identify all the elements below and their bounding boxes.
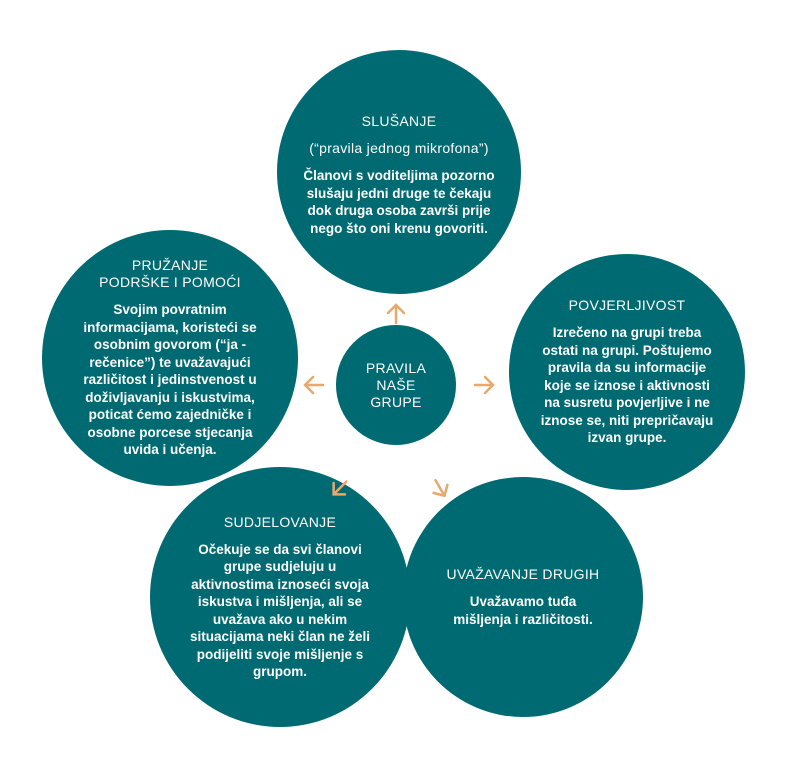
rule-uvazavanje: UVAŽAVANJE DRUGIH Uvažavamo tuđa mišljen… (403, 477, 643, 717)
body-line: uvažava ako u nekim (212, 611, 348, 627)
body-line: dok druga osoba završi prije (307, 203, 491, 218)
arrow-up-icon (386, 303, 406, 325)
rule-body: Izrečeno na grupi treba ostati na grupi.… (541, 324, 714, 447)
body-line: grupom. (253, 664, 307, 679)
rule-title: PRUŽANJE PODRŠKE I POMOĆI (99, 257, 241, 291)
rule-povjerljivost: POVJERLJIVOST Izrečeno na grupi treba os… (509, 254, 745, 490)
body-line: Očekuje se da svi članovi (198, 541, 362, 557)
rule-title: POVJERLJIVOST (569, 297, 686, 314)
rule-sudjelovanje: SUDJELOVANJE Očekuje se da svi članovi g… (150, 467, 410, 727)
center-title: PRAVILA NAŠE GRUPE (366, 360, 426, 411)
rule-pruzanje: PRUŽANJE PODRŠKE I POMOĆI Svojim povratn… (42, 230, 298, 486)
arrow-down-right-icon (432, 478, 449, 498)
body-line: doživljavanju i iskustvima, (85, 389, 255, 405)
body-line: grupe sudjeluju u (223, 559, 337, 574)
title-line: SLUŠANJE (361, 113, 437, 129)
rule-title: SLUŠANJE (362, 113, 437, 130)
body-line: na susretu povjerljive i ne (544, 395, 710, 411)
title-line: PRAVILA (365, 359, 427, 376)
arrow-left-icon (303, 375, 325, 395)
rule-body: Očekuje se da svi članovi grupe sudjeluj… (190, 541, 370, 681)
body-line: poticat ćemo zajedničke i (88, 407, 252, 423)
body-line: koje se iznose i aktivnosti (544, 377, 710, 393)
center-node: PRAVILA NAŠE GRUPE (336, 325, 456, 445)
body-line: Uvažavamo tuđa (469, 594, 577, 609)
rule-body: Članovi s voditeljima pozorno slušaju je… (303, 167, 494, 237)
title-line: PRUŽANJE (131, 257, 209, 274)
body-line: informacijama, koristeći se (83, 319, 257, 335)
body-line: iznose se, niti prepričavaju (540, 412, 714, 428)
body-line: uvida i učenja. (123, 442, 217, 458)
body-line: osobne porcese stjecanja (87, 424, 253, 440)
body-line: ostati na grupi. Poštujemo (542, 342, 712, 358)
title-line: GRUPE (370, 393, 422, 410)
rule-body: Svojim povratnim informacijama, koristeć… (83, 301, 256, 459)
body-line: mišljenja i različitosti. (453, 611, 593, 627)
rule-title: UVAŽAVANJE DRUGIH (447, 566, 600, 583)
body-line: aktivnostima iznoseći svoja (191, 576, 369, 592)
title-line: SUDJELOVANJE (223, 513, 337, 530)
title-line: UVAŽAVANJE DRUGIH (446, 566, 600, 582)
body-line: podijeliti svoje mišljenje s (196, 646, 364, 662)
body-line: rečenice”) te uvažavajući (89, 354, 251, 370)
rule-title: SUDJELOVANJE (224, 514, 336, 531)
body-line: slušaju jedni druge te čekaju (306, 185, 492, 201)
body-line: različitost i jedinstvenost u (83, 372, 257, 388)
rule-slusanje: SLUŠANJE (“pravila jednog mikrofona”) Čl… (277, 50, 521, 294)
body-line: izvan grupe. (587, 430, 667, 446)
subtitle-line: (“pravila jednog mikrofona”) (309, 140, 489, 156)
rule-subtitle: (“pravila jednog mikrofona”) (309, 140, 489, 157)
title-line: PODRŠKE I POMOĆI (99, 274, 241, 291)
arrow-right-icon (473, 375, 495, 395)
rule-body: Uvažavamo tuđa mišljenja i različitosti. (453, 593, 593, 628)
arrow-down-left-icon (332, 480, 348, 496)
body-line: Izrečeno na grupi treba (552, 325, 702, 341)
body-line: pravila da su informacije (547, 360, 707, 376)
body-line: Članovi s voditeljima pozorno (303, 168, 495, 183)
body-line: situacijama neki član ne želi (189, 629, 371, 644)
title-line: NAŠE (376, 376, 416, 393)
body-line: Svojim povratnim (113, 302, 227, 318)
body-line: osobnim govorom (“ja - (93, 337, 247, 353)
body-line: iskustva i mišljenja, ali se (197, 594, 363, 609)
body-line: nego što oni krenu govoriti. (310, 220, 488, 236)
title-line: POVJERLJIVOST (568, 297, 686, 314)
